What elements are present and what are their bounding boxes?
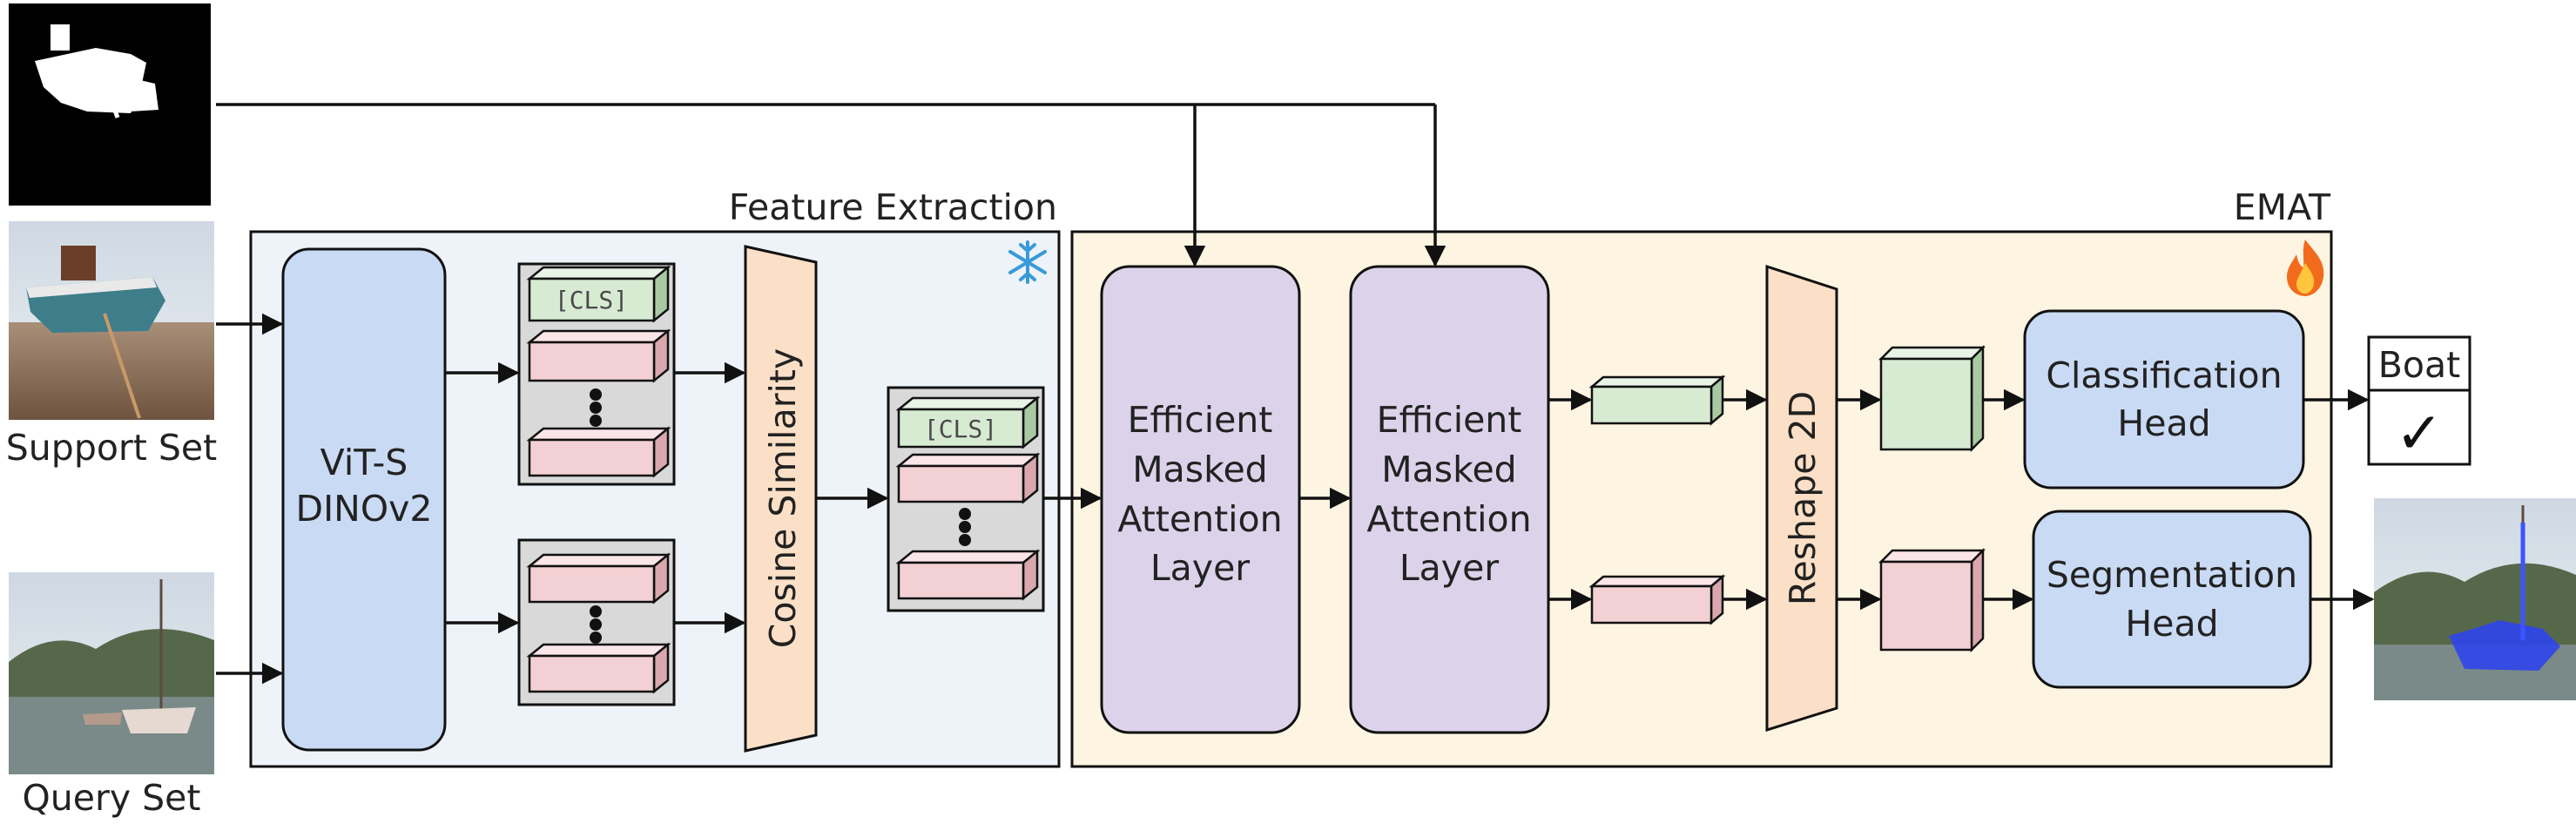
query-patch-token <box>526 642 671 694</box>
cosine-similarity-block <box>744 245 818 753</box>
attention-layer-2-line3: Attention <box>1366 498 1531 540</box>
attention-layer-2-line1: Efficient <box>1377 399 1522 441</box>
segmentation-head <box>2032 510 2312 689</box>
emat-title: EMAT <box>2234 186 2331 228</box>
query-set-label: Query Set <box>23 777 201 819</box>
support-set-label: Support Set <box>6 427 217 469</box>
ellipsis-dots <box>590 388 602 427</box>
attention-layer-1-line3: Attention <box>1117 498 1282 540</box>
reshape-2d-label: Reshape 2D <box>1782 391 1824 605</box>
query-token-group <box>517 538 676 706</box>
attention-layer-1-line2: Masked <box>1132 449 1267 490</box>
cls-feature-cube <box>1878 344 1986 453</box>
ellipsis-dots <box>959 508 971 546</box>
query-image <box>9 572 214 774</box>
fire-icon <box>2287 240 2324 296</box>
segmentation-head-line2: Head <box>2125 603 2218 645</box>
query-patch-token <box>526 552 671 604</box>
support-patch-token <box>526 328 671 383</box>
classification-head <box>2023 309 2305 490</box>
backbone-name: ViT-S <box>320 442 408 483</box>
attention-layer-1-line4: Layer <box>1150 547 1250 589</box>
segmentation-output-image <box>2374 498 2576 700</box>
attention-layer-2-line4: Layer <box>1399 547 1499 589</box>
patch-feature-cube <box>1878 547 1986 653</box>
combined-token-group: [CLS] <box>887 386 1045 612</box>
support-cls-label: [CLS] <box>555 286 628 314</box>
combined-patch-token <box>895 452 1041 504</box>
cosine-similarity-label: Cosine Similarity <box>762 348 804 649</box>
snowflake-icon <box>1008 240 1047 284</box>
attention-layer-2-line2: Masked <box>1381 449 1516 490</box>
attention-layer-1-line1: Efficient <box>1128 399 1273 441</box>
support-token-group: [CLS] <box>517 262 676 486</box>
reshape-2d-block <box>1765 264 1838 733</box>
class-output-label: Boat <box>2378 344 2460 386</box>
combined-patch-token <box>895 549 1041 601</box>
mask-image <box>9 3 211 206</box>
support-image <box>9 221 214 420</box>
backbone-variant: DINOv2 <box>296 488 433 530</box>
connection-arrows <box>216 103 2375 685</box>
vit-backbone-block <box>281 247 447 752</box>
patch-output-token <box>1588 574 1726 625</box>
support-cls-token: [CLS] <box>526 265 671 323</box>
cls-output-token <box>1588 375 1726 426</box>
combined-cls-token: [CLS] <box>895 395 1041 449</box>
support-patch-token <box>526 426 671 478</box>
classification-head-line2: Head <box>2117 402 2210 444</box>
checkmark-icon: ✓ <box>2395 400 2443 467</box>
classification-head-line1: Classification <box>2046 355 2282 396</box>
ellipsis-dots <box>590 605 602 644</box>
combined-cls-label: [CLS] <box>924 415 997 443</box>
feature-extraction-title: Feature Extraction <box>729 186 1057 228</box>
segmentation-head-line1: Segmentation <box>2047 554 2297 596</box>
class-output-box: Boat ✓ <box>2367 335 2471 467</box>
